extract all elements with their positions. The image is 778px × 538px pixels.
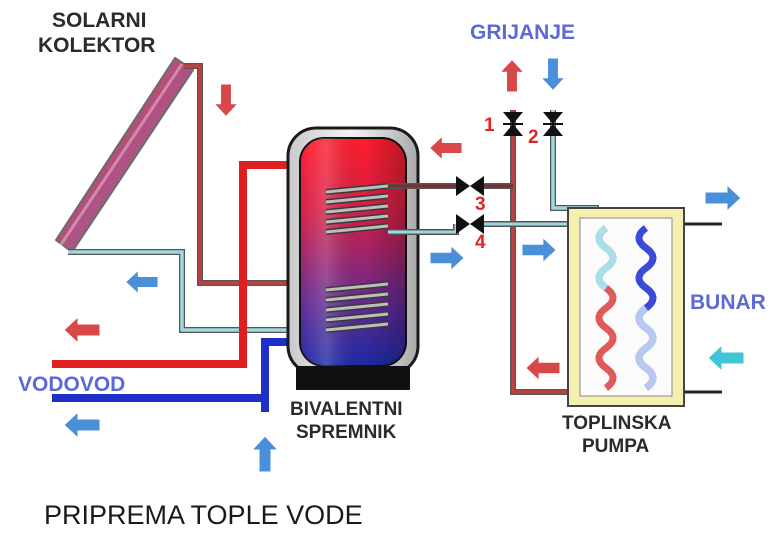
arrow-left-icon: [63, 316, 101, 344]
label-vodovod: VODOVOD: [18, 373, 126, 396]
label-bunar: BUNAR: [690, 291, 766, 314]
bivalent-tank: [286, 126, 420, 390]
arrow-right-icon: [704, 184, 742, 212]
cold-water-pipes: [52, 161, 305, 412]
valve-number-3: 3: [475, 194, 486, 215]
label-spremnik: SPREMNIK: [296, 422, 397, 443]
label-kolektor: KOLEKTOR: [38, 34, 156, 57]
label-pumpa: PUMPA: [582, 436, 650, 457]
arrow-left-icon: [429, 135, 463, 161]
arrow-left-icon: [525, 355, 561, 381]
tank-base: [296, 366, 410, 390]
arrow-down-icon: [213, 83, 239, 117]
valve-4[interactable]: [456, 214, 484, 234]
arrow-left-icon: [707, 344, 745, 372]
diagram-title: PRIPREMA TOPLE VODE: [44, 500, 363, 530]
valve-1[interactable]: [503, 112, 523, 136]
valve-number-1: 1: [484, 115, 495, 136]
solar-loop-pipes: [68, 63, 330, 333]
arrow-right-icon: [429, 245, 465, 271]
label-grijanje: GRIJANJE: [470, 21, 576, 44]
arrow-left-icon: [125, 269, 159, 295]
valve-number-2: 2: [528, 127, 539, 148]
label-bivalentni: BIVALENTNI: [290, 399, 403, 420]
label-solarni: SOLARNI: [52, 9, 147, 32]
valve-2[interactable]: [543, 112, 563, 136]
label-toplinska: TOPLINSKA: [562, 413, 672, 434]
arrow-down-icon: [540, 57, 566, 91]
arrow-left-icon: [63, 411, 101, 439]
arrow-up-icon: [499, 59, 525, 93]
arrow-right-icon: [521, 237, 557, 263]
valve-3[interactable]: [456, 176, 484, 196]
heat-pump: [567, 207, 685, 407]
valve-number-4: 4: [475, 232, 486, 253]
arrow-up-icon: [251, 435, 279, 473]
solar-collector: [54, 56, 195, 254]
